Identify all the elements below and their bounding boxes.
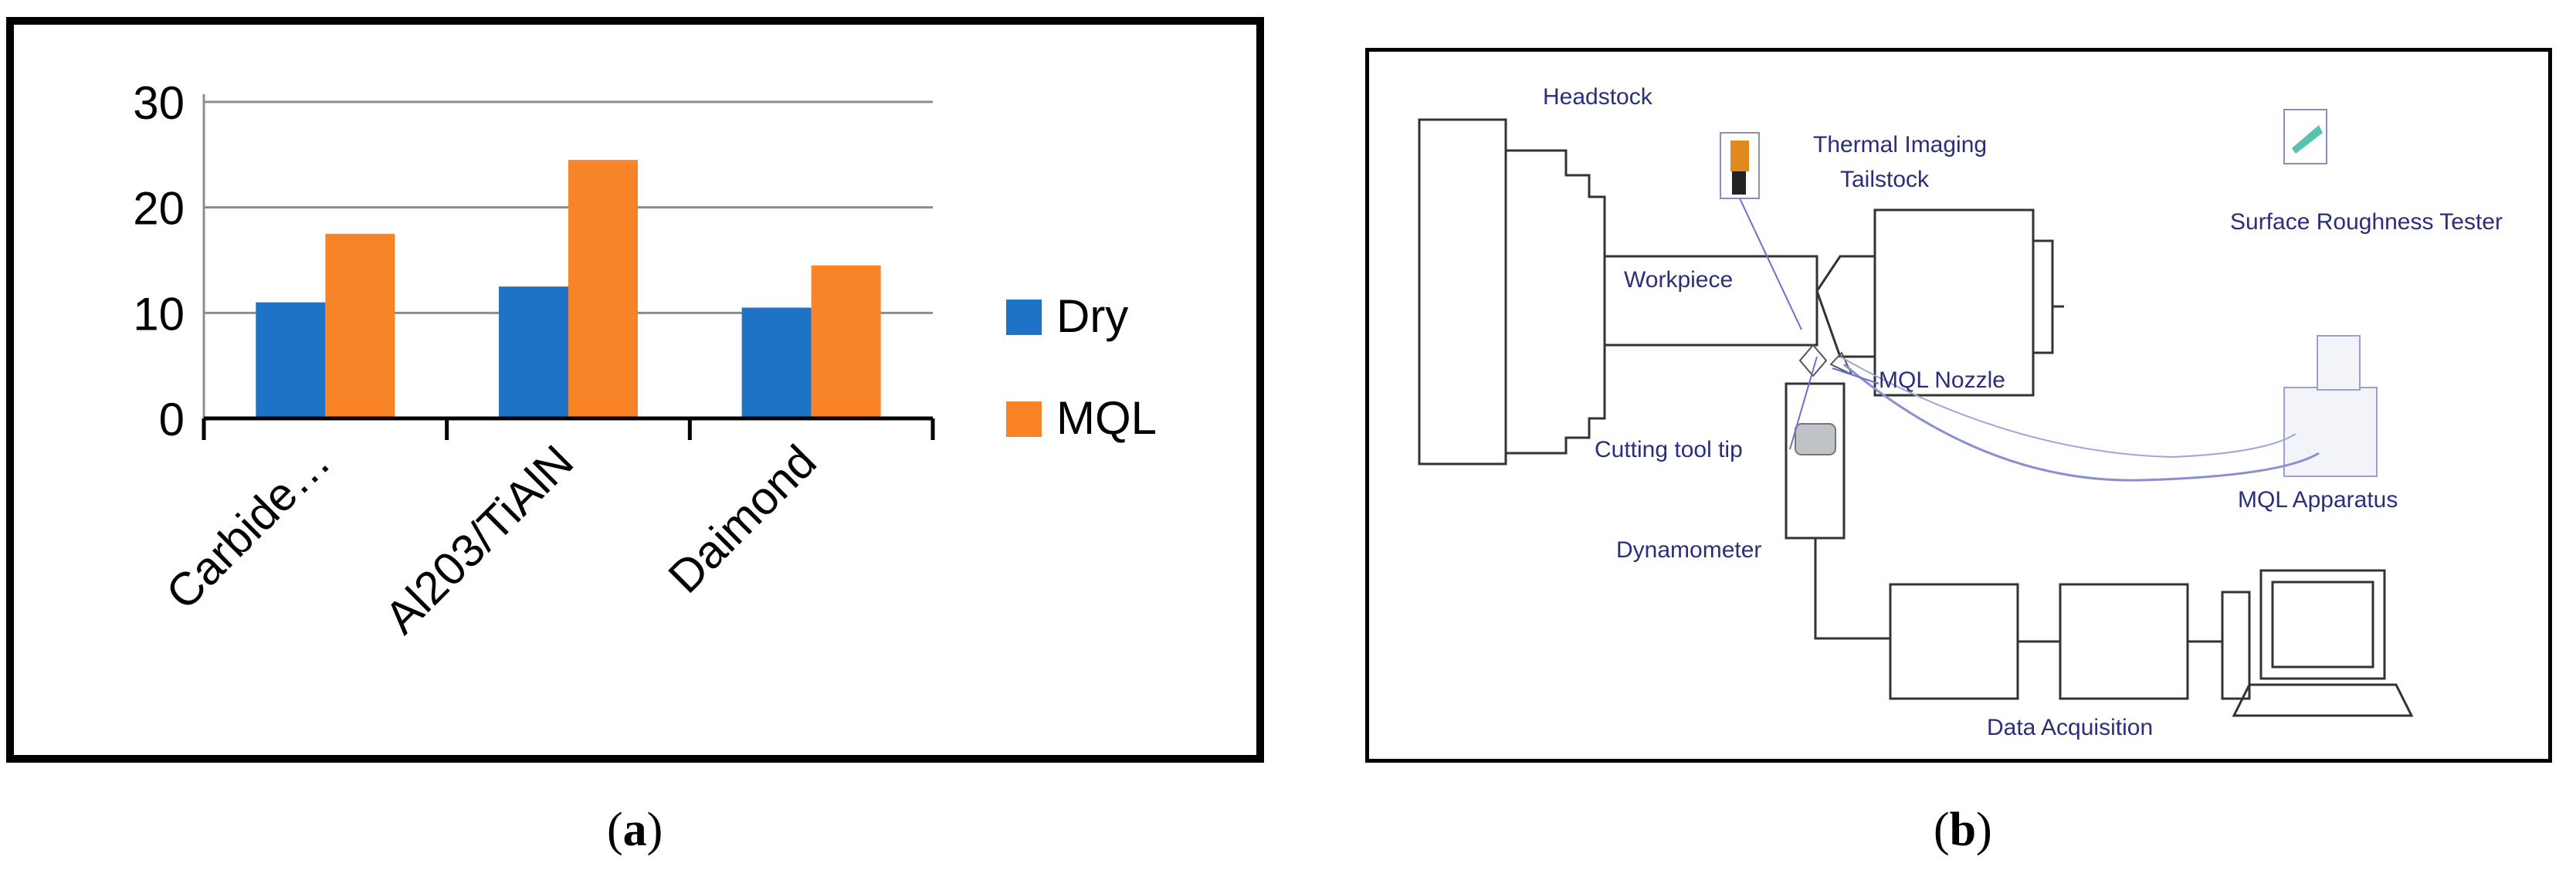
caption-a: (a) — [607, 804, 663, 856]
tailstock-wheel — [2033, 239, 2054, 354]
caption-b-letter: b — [1949, 804, 1977, 856]
axes — [202, 94, 935, 440]
x-tick-label: Daimond — [659, 435, 826, 603]
computer-monitor — [2259, 569, 2386, 680]
label-dynamometer: Dynamometer — [1616, 537, 1761, 563]
bar-dry-0 — [256, 302, 326, 418]
bars — [256, 160, 881, 418]
y-tick-label: 0 — [159, 394, 185, 445]
bar-dry-2 — [741, 307, 812, 418]
legend-swatch-dry — [1006, 300, 1042, 335]
label-mql-nozzle: MQL Nozzle — [1879, 367, 2005, 393]
legend-swatch-mql — [1006, 401, 1042, 437]
bar-mql-0 — [325, 233, 395, 418]
tailstock-center — [1815, 255, 1876, 358]
nozzle-shape-right — [1829, 351, 1854, 377]
legend-label-dry: Dry — [1056, 290, 1128, 342]
x-tick-labels: Carbide…Al203/TiAlN Daimond — [156, 435, 826, 644]
label-cutting-tool-tip: Cutting tool tip — [1595, 437, 1743, 462]
bar-dry-1 — [499, 286, 568, 418]
caption-a-letter: a — [622, 804, 647, 856]
workpiece-bar — [1603, 255, 1818, 347]
computer-tower — [2221, 591, 2251, 700]
label-thermal-imaging: Thermal Imaging — [1813, 132, 1987, 157]
tool-post-image — [1795, 423, 1836, 455]
label-tailstock: Tailstock — [1840, 167, 1930, 192]
y-tick-label: 10 — [133, 288, 185, 340]
tailstock-body — [1873, 208, 2035, 397]
label-workpiece: Workpiece — [1624, 267, 1733, 293]
x-tick-label: Al203/TiAlN — [375, 435, 583, 644]
dynamometer-block — [1785, 382, 1846, 540]
label-mql-apparatus: MQL Apparatus — [2238, 487, 2398, 513]
x-tick-label: Carbide… — [156, 435, 340, 619]
label-data-acquisition: Data Acquisition — [1987, 715, 2153, 740]
dyn-cable — [1814, 538, 1890, 640]
nozzle-shape-left — [1798, 344, 1828, 377]
label-surface-roughness-tester: Surface Roughness Tester — [2230, 209, 2503, 235]
y-tick-label: 20 — [133, 183, 185, 235]
computer-keyboard — [2232, 683, 2414, 717]
caption-b: (b) — [1934, 804, 1992, 856]
legend-label-mql: MQL — [1056, 392, 1157, 444]
setup-diagram-svg: Headstock Thermal Imaging Tailstock Surf… — [1418, 84, 2503, 740]
chuck-shape — [1506, 149, 1606, 455]
y-tick-label: 30 — [133, 77, 185, 129]
headstock-block — [1418, 118, 1507, 465]
label-headstock: Headstock — [1543, 84, 1653, 110]
bar-mql-1 — [568, 160, 638, 418]
daq-box-1 — [1889, 583, 2019, 700]
bar-chart: 0 10 20 30 Carbide…Al203/TiAlN Daimond DryMQ… — [133, 77, 1157, 644]
bar-mql-2 — [811, 265, 881, 418]
experimental-setup-diagram: Headstock Thermal Imaging Tailstock Surf… — [1365, 48, 2552, 763]
y-tick-labels: 0 10 20 30 — [133, 77, 185, 445]
mql-pipe — [1843, 363, 2320, 482]
daq-box-2 — [2059, 583, 2189, 700]
